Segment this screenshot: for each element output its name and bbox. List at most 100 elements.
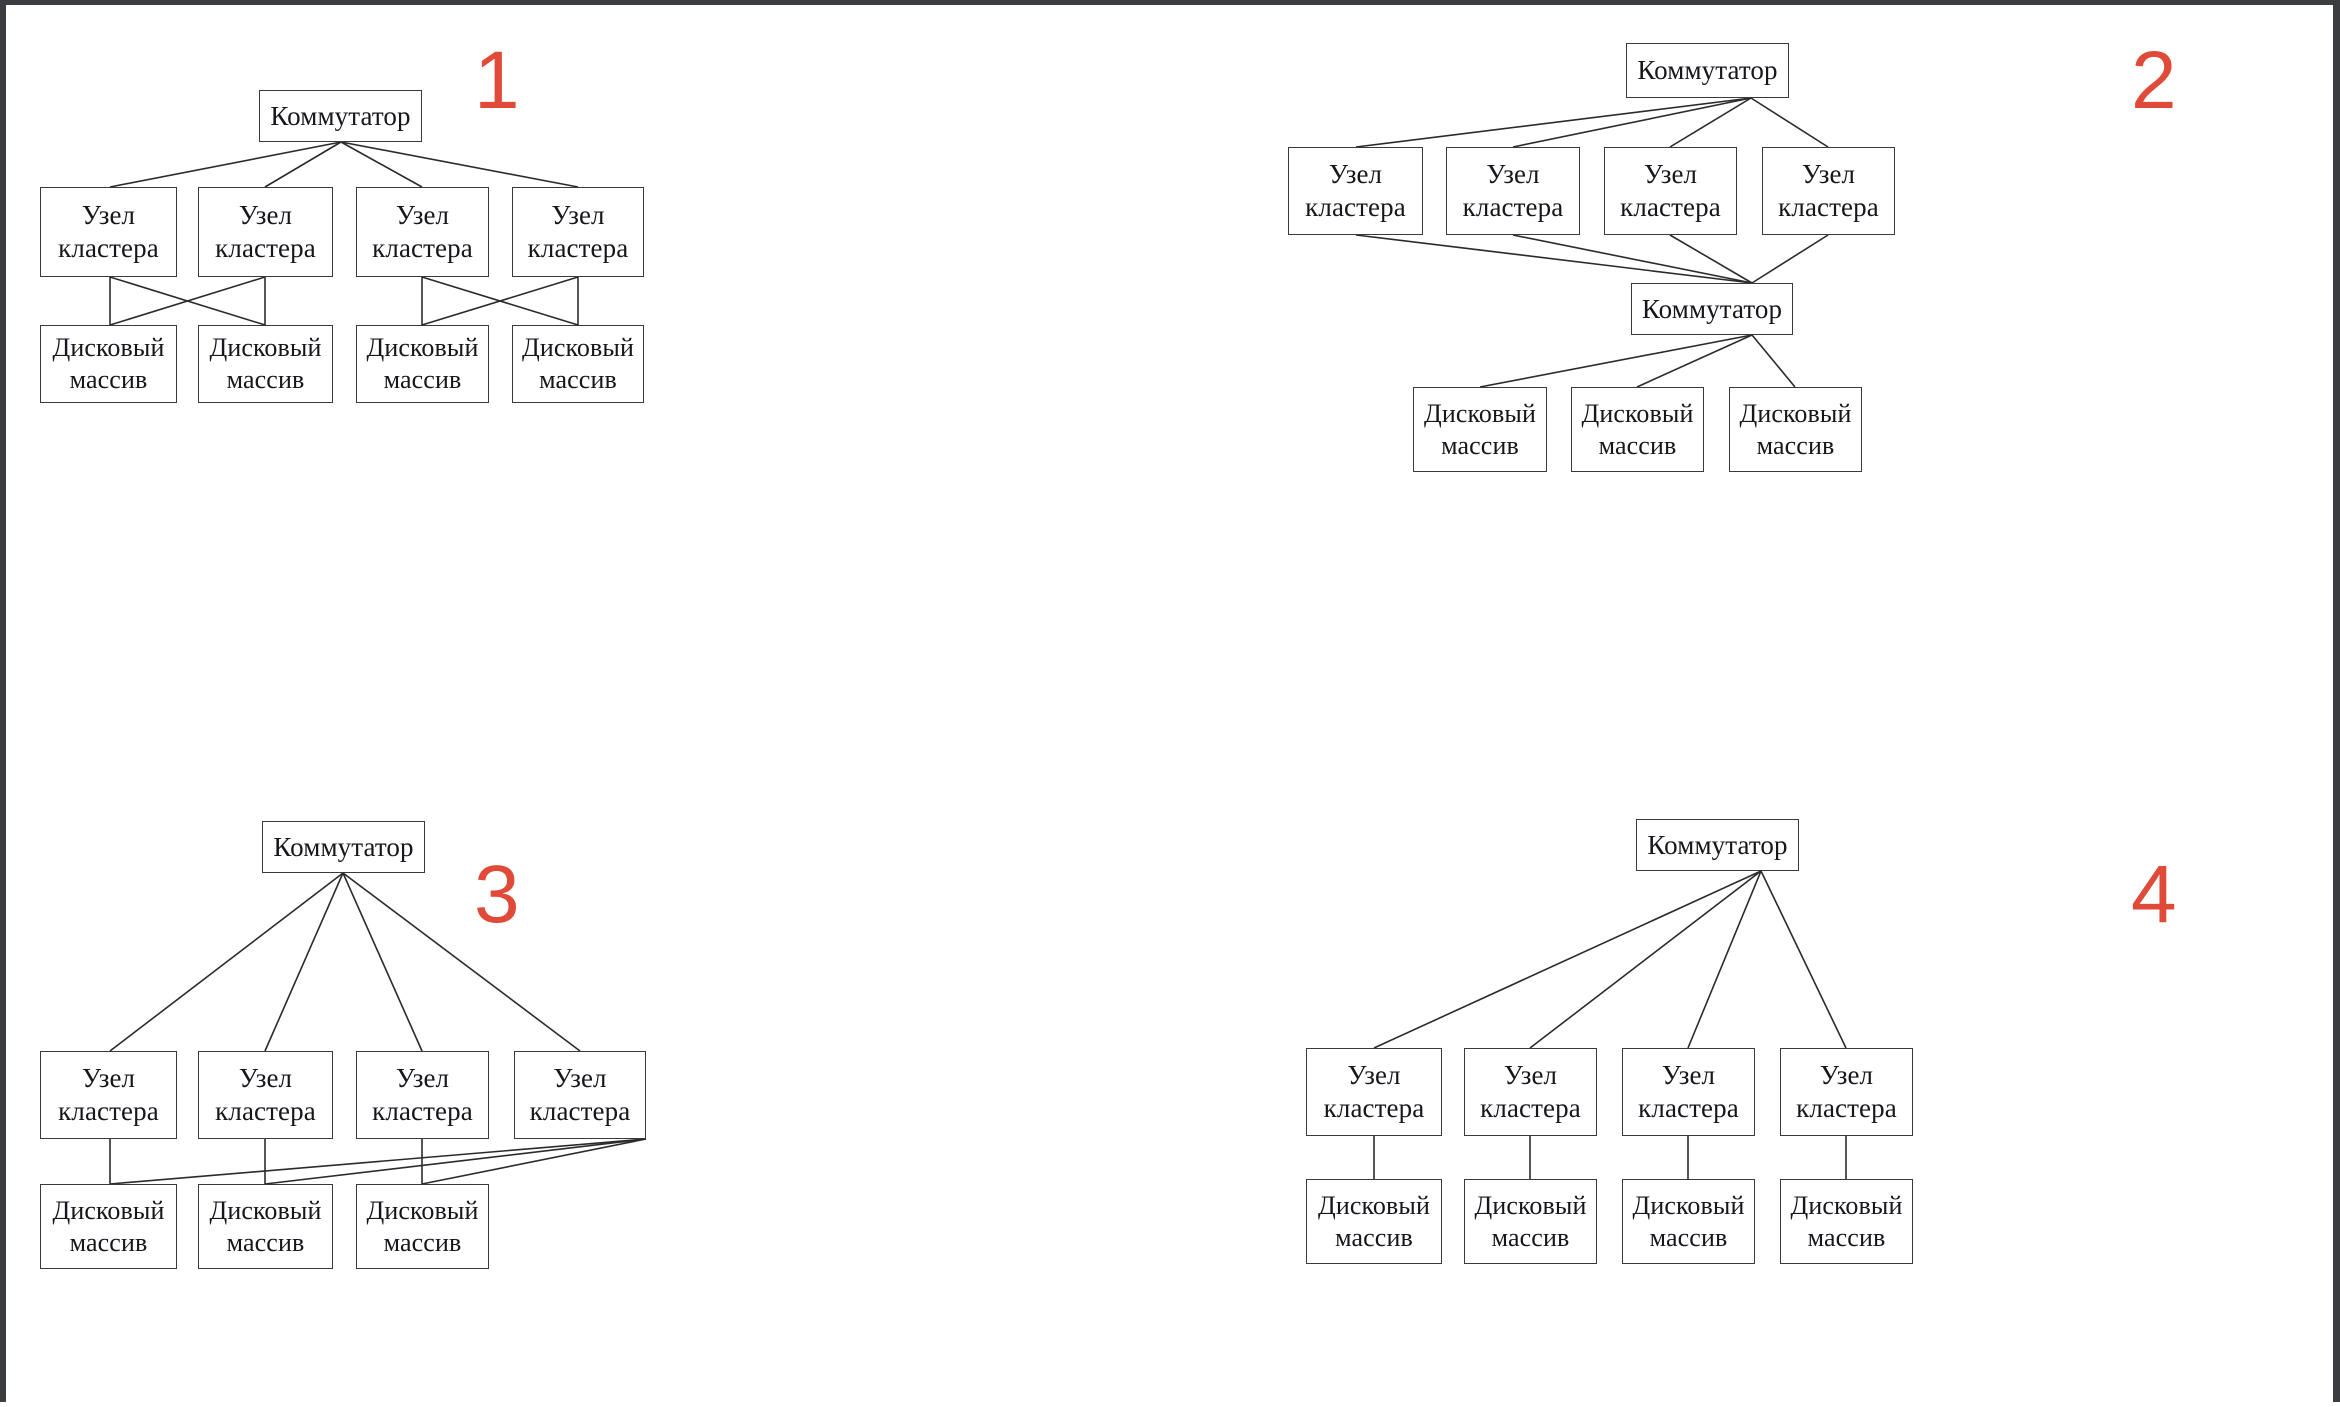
disk-array-label-line-2: массив xyxy=(226,365,305,394)
cluster-node-label-line-2: кластера xyxy=(529,1096,631,1126)
switch-label: Коммутатор xyxy=(273,831,414,862)
cluster-node-label-line-1: Узел xyxy=(553,1063,607,1094)
cluster-node-label-line-2: кластера xyxy=(215,1096,316,1126)
cluster-node-label-line-2: кластера xyxy=(58,1096,159,1126)
switch-box-1: Коммутатор xyxy=(1636,819,1799,871)
disk-array-label-line-1: Дисковый xyxy=(366,1195,479,1225)
disk-array-label-line-2: массив xyxy=(383,365,462,394)
connector-node-2-to-switch-bottom xyxy=(1512,234,1753,284)
cluster-node-label-line-1: Узел xyxy=(1486,159,1540,190)
figure-number-1: 1 xyxy=(474,35,520,126)
connector-switch-bottom-to-disk-3 xyxy=(1751,334,1796,388)
disk-array-label-line-1: Дисковый xyxy=(1581,398,1694,428)
connector-switch-1-to-node-3 xyxy=(340,141,423,188)
connector-switch-1-to-node-2 xyxy=(1529,870,1762,1049)
cluster-node-label-line-1: Узел xyxy=(1328,159,1383,190)
disk-array-label-line-1: Дисковый xyxy=(1790,1190,1903,1220)
switch-box-1: Коммутатор xyxy=(1626,43,1789,98)
cluster-node-label-line-1: Узел xyxy=(1347,1060,1401,1091)
switch-box-1: Коммутатор xyxy=(259,90,422,142)
switch-label: Коммутатор xyxy=(270,100,411,131)
disk-array-label-line-2: массив xyxy=(1756,430,1835,460)
cluster-node-label-line-1: Узел xyxy=(1643,159,1698,190)
disk-array-label-line-2: массив xyxy=(1807,1222,1886,1252)
disk-array-label-line-2: массив xyxy=(1649,1222,1728,1252)
disk-array-label-line-1: Дисковый xyxy=(1632,1190,1745,1220)
cluster-node-label-line-2: кластера xyxy=(1323,1093,1425,1123)
disk-array-label-line-1: Дисковый xyxy=(209,1195,322,1225)
connector-switch-1-to-node-3 xyxy=(1687,870,1762,1049)
disk-array-label-line-1: Дисковый xyxy=(522,333,634,363)
cluster-node-label-line-1: Узел xyxy=(1503,1060,1558,1091)
switch-label: Коммутатор xyxy=(1641,293,1783,324)
cluster-node-label-line-1: Узел xyxy=(238,1063,293,1094)
cluster-node-label-line-2: кластера xyxy=(372,233,473,263)
connector-node-4-to-disk-2 xyxy=(264,1138,647,1185)
switch-label: Коммутатор xyxy=(1637,55,1778,86)
connector-node-3-to-switch-bottom xyxy=(1669,234,1753,284)
cluster-node-label-line-2: кластера xyxy=(1620,192,1721,222)
cluster-node-label-line-1: Узел xyxy=(238,200,293,231)
cluster-node-label-line-2: кластера xyxy=(1305,192,1406,222)
cluster-node-label-line-2: кластера xyxy=(1796,1093,1897,1123)
disk-array-label-line-2: массив xyxy=(69,365,148,394)
connector-switch-1-to-node-4 xyxy=(340,141,579,188)
connector-switch-bottom-to-disk-1 xyxy=(1479,334,1753,388)
connector-node-2-to-disk-1 xyxy=(109,276,266,326)
figure-number-3: 3 xyxy=(474,849,520,940)
connector-switch-top-to-node-2 xyxy=(1512,97,1752,148)
connector-switch-bottom-to-disk-2 xyxy=(1636,334,1753,388)
connector-switch-top-to-node-3 xyxy=(1669,97,1752,148)
cluster-node-label-line-1: Узел xyxy=(551,200,605,231)
connector-switch-1-to-node-2 xyxy=(264,141,342,188)
disk-array-label-line-2: массив xyxy=(226,1227,305,1257)
cluster-node-label-line-2: кластера xyxy=(372,1096,473,1126)
connector-node-1-to-switch-bottom xyxy=(1355,234,1753,284)
connector-switch-1-to-node-4 xyxy=(1760,870,1847,1049)
connector-node-4-to-switch-bottom xyxy=(1751,234,1829,284)
connector-node-4-to-disk-3 xyxy=(421,276,579,326)
disk-array-label-line-2: массив xyxy=(69,1227,148,1257)
cluster-node-label-line-1: Узел xyxy=(81,1063,136,1094)
cluster-node-label-line-2: кластера xyxy=(1638,1093,1739,1123)
cluster-node-label-line-1: Узел xyxy=(1661,1060,1716,1091)
cluster-node-label-line-1: Узел xyxy=(1819,1060,1874,1091)
connector-layer xyxy=(1373,870,1847,1179)
connector-switch-1-to-node-1 xyxy=(1373,870,1762,1049)
connector-switch-1-to-node-1 xyxy=(109,872,344,1052)
disk-array-label-line-1: Дисковый xyxy=(1424,398,1536,428)
connector-layer xyxy=(1355,97,1829,388)
disk-array-label-line-2: массив xyxy=(1491,1222,1570,1252)
disk-array-label-line-1: Дисковый xyxy=(1318,1190,1430,1220)
figure-number-4: 4 xyxy=(2131,849,2177,940)
connector-node-4-to-disk-1 xyxy=(109,1138,647,1185)
connector-switch-top-to-node-1 xyxy=(1355,97,1752,148)
disk-array-label-line-1: Дисковый xyxy=(1739,398,1852,428)
cluster-node-label-line-1: Узел xyxy=(1801,159,1856,190)
disk-array-label-line-1: Дисковый xyxy=(52,1195,165,1225)
